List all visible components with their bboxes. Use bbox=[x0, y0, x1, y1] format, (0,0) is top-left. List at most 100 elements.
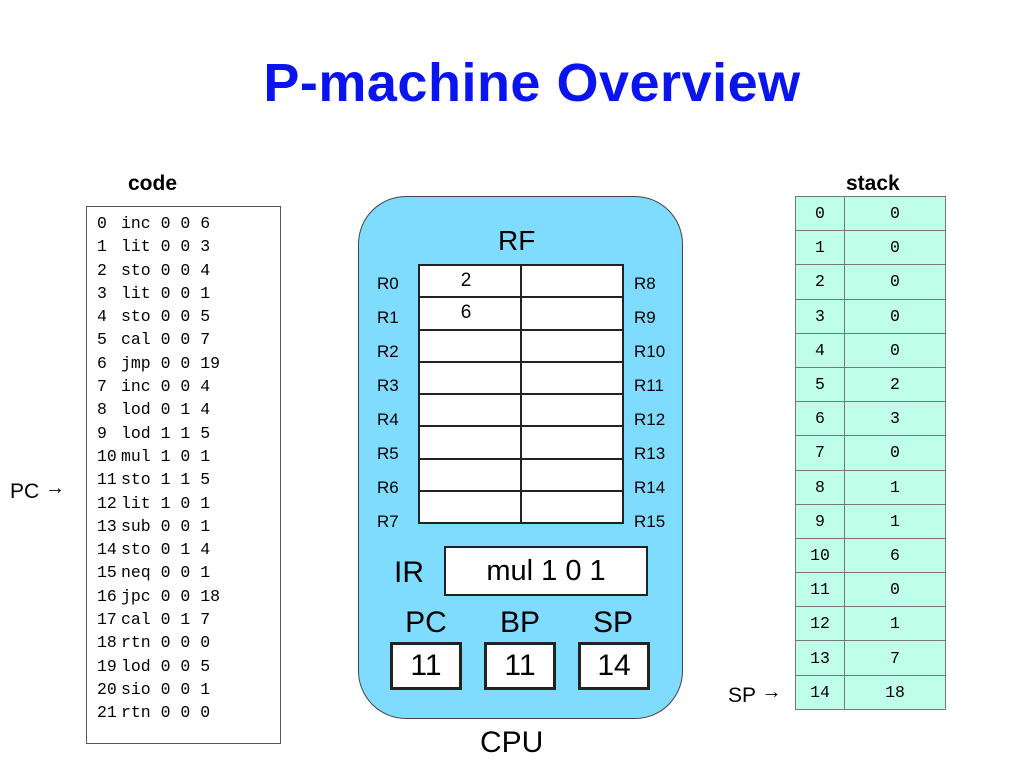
sp-pointer: SP → bbox=[728, 681, 781, 708]
register-cell bbox=[418, 425, 522, 460]
stack-value: 7 bbox=[844, 640, 946, 676]
stack-value: 18 bbox=[844, 674, 946, 710]
sp-register-label: SP bbox=[592, 606, 634, 639]
stack-value: 3 bbox=[844, 401, 946, 437]
pc-pointer: PC → bbox=[10, 477, 65, 504]
register-value: 6 bbox=[460, 302, 472, 324]
stack-address: 12 bbox=[795, 606, 845, 642]
register-label: R2 bbox=[377, 342, 399, 361]
code-line: 9 lod 1 1 5 bbox=[87, 422, 280, 445]
register-cell bbox=[520, 328, 624, 363]
code-line-instruction: sio 0 0 1 bbox=[121, 679, 211, 699]
register-label: R9 bbox=[634, 308, 656, 327]
code-line-instruction: lit 1 0 1 bbox=[121, 493, 211, 513]
stack-value: 2 bbox=[844, 366, 946, 403]
code-line-number: 20 bbox=[97, 679, 117, 699]
stack-label: stack bbox=[846, 172, 900, 195]
stack-address: 9 bbox=[795, 503, 845, 539]
ir-label: IR bbox=[394, 556, 424, 589]
ir-register: mul 1 0 1 bbox=[444, 546, 648, 596]
stack-address: 0 bbox=[795, 195, 845, 232]
code-line: 5 cal 0 0 7 bbox=[87, 328, 280, 351]
register-cell bbox=[418, 393, 522, 428]
register-cell bbox=[520, 490, 624, 525]
stack-value: 0 bbox=[844, 332, 946, 368]
stack-address: 10 bbox=[795, 537, 845, 574]
register-label: R1 bbox=[377, 308, 399, 327]
register-label: R4 bbox=[377, 410, 399, 429]
stack-address: 2 bbox=[795, 264, 845, 300]
stack-value: 0 bbox=[844, 230, 946, 266]
register-cell bbox=[520, 263, 624, 299]
register-label: R11 bbox=[634, 376, 664, 395]
stack-value: 0 bbox=[844, 435, 946, 471]
register-label: R8 bbox=[634, 274, 656, 293]
register-label: R10 bbox=[634, 342, 666, 361]
stack-address: 13 bbox=[795, 640, 845, 676]
register-label: R12 bbox=[634, 410, 666, 429]
code-line-number: 15 bbox=[97, 563, 117, 583]
register-cell bbox=[418, 360, 522, 396]
code-line-instruction: sto 0 0 4 bbox=[121, 260, 211, 280]
register-label: R13 bbox=[634, 444, 666, 463]
register-cell bbox=[520, 296, 624, 331]
bp-register: 11 bbox=[484, 642, 556, 690]
code-line-instruction: lit 0 0 3 bbox=[121, 237, 211, 257]
stack-value: 1 bbox=[844, 469, 946, 505]
register-cell bbox=[418, 457, 522, 493]
register-label: R3 bbox=[377, 376, 399, 395]
stack-value: 1 bbox=[844, 606, 946, 642]
stack-value: 0 bbox=[844, 264, 946, 300]
stack-address: 3 bbox=[795, 298, 845, 334]
stack-value: 6 bbox=[844, 537, 946, 574]
register-label: R7 bbox=[377, 512, 399, 531]
code-line-number: 7 bbox=[97, 377, 107, 397]
code-line-instruction: lod 1 1 5 bbox=[121, 423, 211, 443]
code-line-number: 1 bbox=[97, 237, 107, 257]
code-line-number: 5 bbox=[97, 330, 107, 350]
code-line-instruction: inc 0 0 6 bbox=[121, 214, 211, 233]
stack-value: 0 bbox=[844, 195, 946, 232]
code-line-number: 9 bbox=[97, 423, 107, 443]
pc-register-label: PC bbox=[405, 606, 447, 639]
code-line-instruction: jpc 0 0 18 bbox=[121, 586, 221, 606]
code-line-number: 3 bbox=[97, 283, 107, 303]
code-line-number: 21 bbox=[97, 703, 117, 723]
pc-register: 11 bbox=[390, 642, 462, 690]
code-line-number: 14 bbox=[97, 540, 117, 560]
register-file-title: RF bbox=[498, 225, 536, 256]
code-line-instruction: cal 0 0 7 bbox=[121, 330, 211, 350]
stack-value: 0 bbox=[844, 572, 946, 608]
stack-address: 4 bbox=[795, 332, 845, 368]
register-label: R6 bbox=[377, 478, 399, 497]
register-value: 2 bbox=[460, 270, 472, 292]
register-cell bbox=[418, 490, 522, 525]
register-cell bbox=[520, 393, 624, 428]
code-line-number: 2 bbox=[97, 260, 107, 280]
code-line-instruction: rtn 0 0 0 bbox=[121, 703, 211, 723]
register-label: R0 bbox=[377, 274, 399, 293]
stack-address: 11 bbox=[795, 572, 845, 608]
stack-address: 6 bbox=[795, 401, 845, 437]
code-line-instruction: sub 0 0 1 bbox=[121, 516, 211, 536]
pc-pointer-label: PC bbox=[10, 480, 40, 503]
stack-address: 7 bbox=[795, 435, 845, 471]
